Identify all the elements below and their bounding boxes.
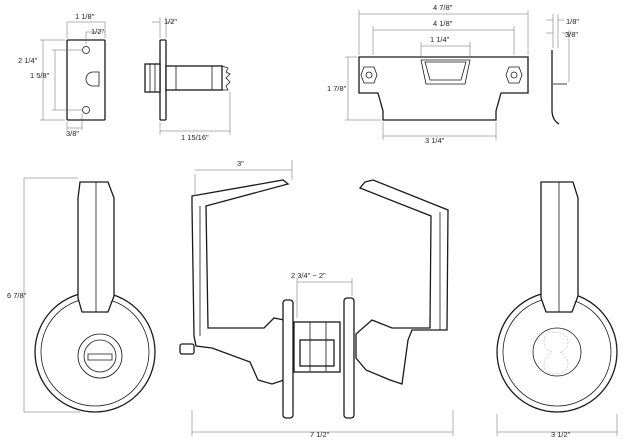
right-lever-end-view: 3 1/2" xyxy=(496,181,618,439)
latch-side-thickness-label: 1/2" xyxy=(164,17,177,26)
strike-outer-slot-label: 4 1/8" xyxy=(433,19,453,28)
strike-overall-width-label: 4 7/8" xyxy=(433,3,453,12)
rose-diameter-label: 3 1/2" xyxy=(551,430,571,439)
strike-lip-width-label: 3 1/4" xyxy=(425,136,445,145)
lever-assembly-front-view: 3" 2 3/4" ~ 2" 7 1/2" xyxy=(179,159,454,439)
strike-slot-width-label: 1 1/4" xyxy=(430,35,450,44)
latch-hole-height-label: 1 5/8" xyxy=(30,71,50,80)
latch-face-width-label: 1 1/8" xyxy=(75,12,95,21)
latch-face-height-label: 2 1/4" xyxy=(18,56,38,65)
latch-faceplate-front-view: 1 1/8" 1/2" 2 1/4" 1 5/8" 3/8" xyxy=(18,12,106,138)
latch-side-view: 1/2" 1 15/16" xyxy=(144,17,231,142)
latch-bolt-length-label: 1 15/16" xyxy=(181,133,209,142)
strike-plate-front-view: 4 7/8" 4 1/8" 1 1/4" 1 7/8" 3 1/4" xyxy=(327,3,529,145)
door-thickness-range-label: 2 3/4" ~ 2" xyxy=(291,271,326,280)
strike-plate-offset-label: 1/8" xyxy=(566,17,579,26)
strike-lip-depth-label: 3/8" xyxy=(565,30,578,39)
latch-edge-offset-label: 3/8" xyxy=(66,129,79,138)
strike-plate-side-view: 1/8" 3/8" xyxy=(546,14,579,125)
latch-hole-spacing-label: 1/2" xyxy=(91,27,104,36)
lever-height-label: 6 7/8" xyxy=(7,291,27,300)
overall-width-label: 7 1/2" xyxy=(310,430,330,439)
left-lever-end-view: 6 7/8" xyxy=(7,177,156,413)
strike-height-label: 1 7/8" xyxy=(327,84,347,93)
lever-projection-label: 3" xyxy=(237,159,244,168)
